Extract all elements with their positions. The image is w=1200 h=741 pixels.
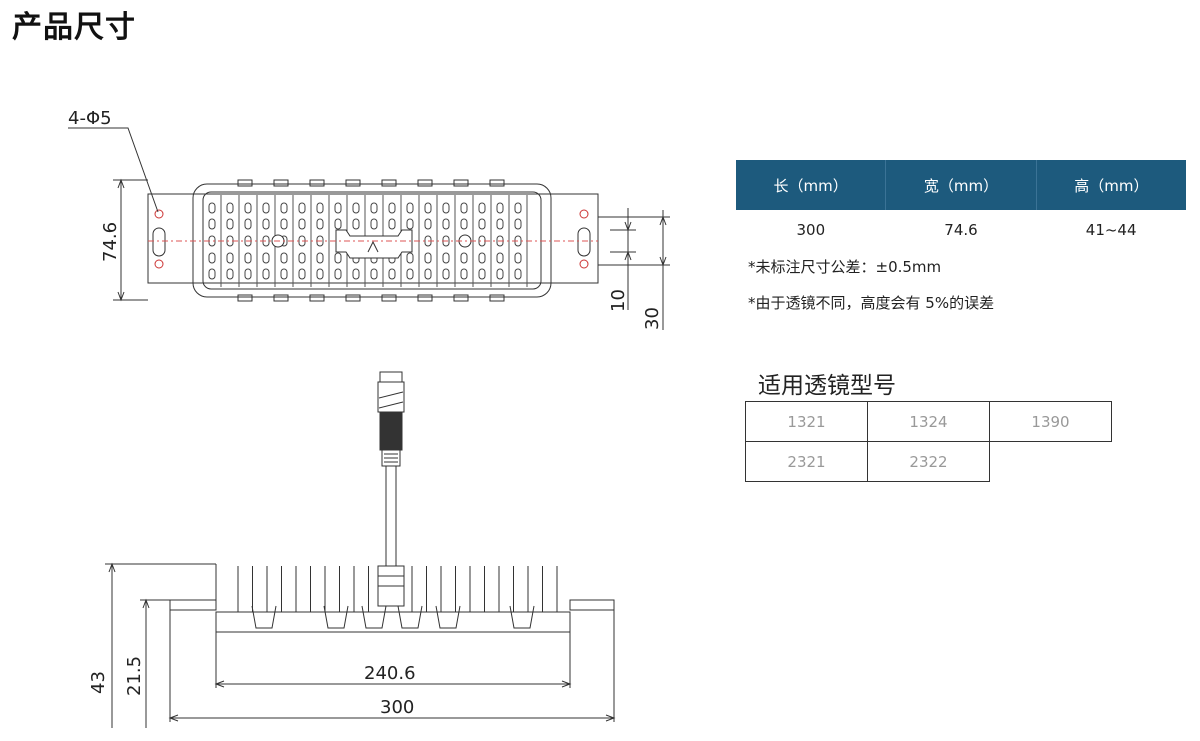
top-bumps: [237, 179, 505, 302]
connector: [377, 371, 405, 607]
lens-model-cell: 1321: [745, 401, 868, 442]
mounting-plate: [147, 193, 599, 284]
height-21-5-label: 21.5: [124, 656, 145, 696]
total-length-label: 300: [380, 697, 414, 718]
lens-model-cell: 2322: [867, 441, 990, 482]
lens-section-title: 适用透镜型号: [758, 373, 896, 399]
lens-model-cell: 1390: [989, 401, 1112, 442]
spec-value-row: 300 74.6 41~44: [736, 210, 1186, 250]
spec-table: 长（mm） 宽（mm） 高（mm） 300 74.6 41~44: [736, 160, 1186, 250]
spec-value-height: 41~44: [1085, 221, 1137, 239]
spec-header-width: 宽（mm）: [885, 160, 1037, 210]
side-view: [105, 371, 616, 728]
lens-model-cell: 1324: [867, 401, 990, 442]
height-43-label: 43: [88, 671, 109, 694]
heatsink-fins: [237, 566, 558, 612]
spec-header-length: 长（mm）: [736, 160, 886, 210]
right-flange: [569, 599, 615, 611]
dimension-30-label: 30: [642, 307, 663, 330]
direction-arrow-icon: [367, 240, 379, 253]
left-flange: [169, 599, 217, 611]
spec-header-row: 长（mm） 宽（mm） 高（mm）: [736, 160, 1186, 210]
hole-leader-line: [68, 127, 159, 213]
spec-value-width: 74.6: [944, 221, 978, 239]
vent-slots: [208, 202, 522, 280]
lens-model-cell: 2321: [745, 441, 868, 482]
module-body-side: [215, 611, 571, 633]
width-dimension-label: 74.6: [100, 222, 121, 262]
dimension-10-label: 10: [608, 289, 629, 312]
mounting-slot-left: [152, 227, 166, 257]
lens-bumps: [251, 605, 535, 629]
empty-cell: [990, 442, 1112, 482]
mounting-slot-right: [577, 227, 591, 257]
spec-header-height: 高（mm）: [1035, 160, 1186, 210]
tolerance-note: *未标注尺寸公差：±0.5mm: [748, 258, 942, 276]
page-title: 产品尺寸: [12, 10, 136, 45]
hole-label: 4-Φ5: [68, 108, 112, 129]
spec-value-length: 300: [796, 221, 826, 239]
inner-length-label: 240.6: [364, 663, 416, 684]
top-view: [68, 127, 670, 330]
lens-model-table: 1321 1324 1390 2321 2322: [745, 401, 1112, 482]
height-note: *由于透镜不同，高度会有 5%的误差: [748, 294, 995, 312]
